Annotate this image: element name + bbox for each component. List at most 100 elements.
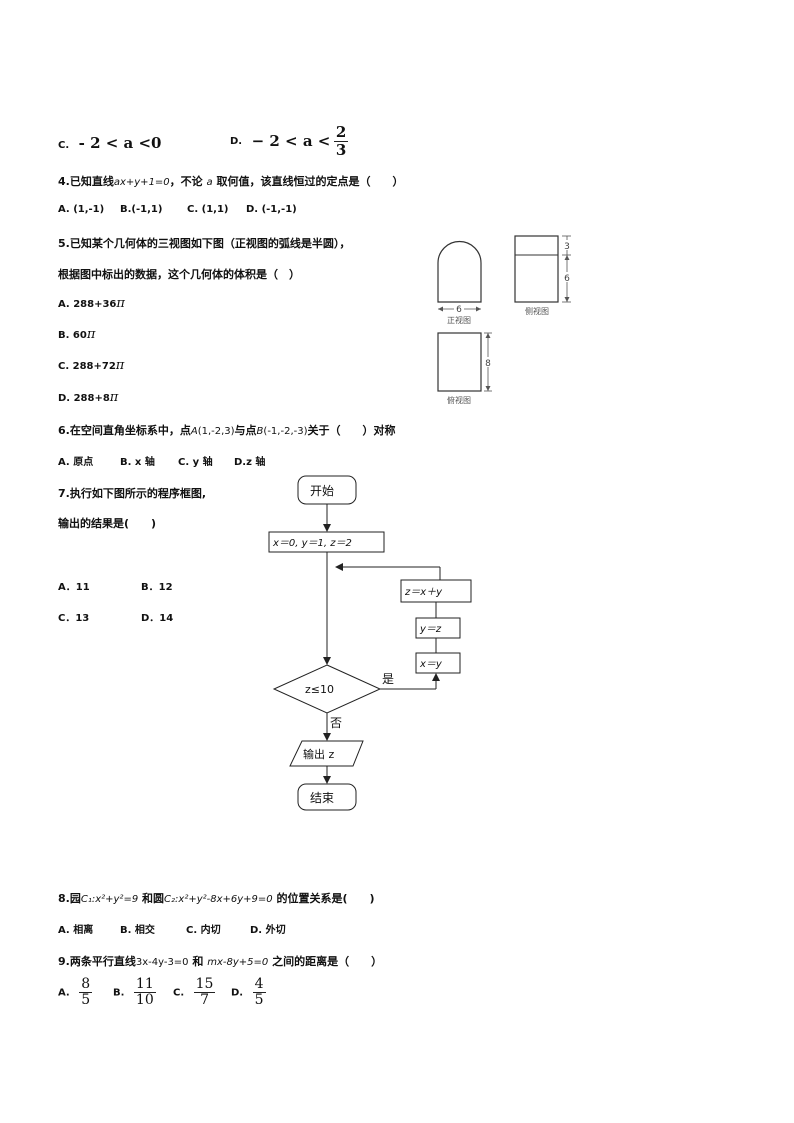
top-view-dim: 8 xyxy=(485,359,491,369)
q5-stem-line1: 5.已知某个几何体的三视图如下图（正视图的弧线是半圆）， xyxy=(58,237,351,250)
q6-stem-pre: 6.在空间直角坐标系中，点 xyxy=(58,424,191,437)
flow-end xyxy=(297,783,357,811)
q7-option-c[interactable]: C．13 xyxy=(58,613,90,624)
three-view-figure: 6 正视图 3 6 侧视图 8 俯视图 xyxy=(437,235,571,405)
q8-option-c[interactable]: C. 内切 xyxy=(186,925,221,936)
q3-option-d[interactable]: D. − 2 < a < 2 3 xyxy=(230,123,349,159)
front-view-dim: 6 xyxy=(456,305,462,315)
side-view-shape xyxy=(514,235,559,303)
q4-option-b[interactable]: B.(-1,1) xyxy=(120,204,163,215)
q3-option-d-fraction: 2 3 xyxy=(333,123,349,159)
q9-option-b-fraction: 11 10 xyxy=(133,976,156,1009)
q9-option-d-fraction: 4 5 xyxy=(252,976,266,1009)
q9-option-b-den: 10 xyxy=(133,992,156,1009)
q6-point-a-coords: (1,-2,3) xyxy=(197,426,235,437)
q6-stem-post: 关于（ ）对称 xyxy=(307,424,396,437)
side-view-dim-top: 3 xyxy=(564,242,570,252)
pi-symbol: π xyxy=(109,390,119,405)
pi-symbol: π xyxy=(115,358,125,373)
q9-option-a[interactable]: A. 8 5 xyxy=(58,976,93,1009)
q9-stem-post: 之间的距离是（ ） xyxy=(272,955,383,968)
flow-step-x-text: x＝y xyxy=(419,659,443,670)
q9-option-d-den: 5 xyxy=(252,992,266,1009)
q3-option-c-expr: - 2 < a <0 xyxy=(78,134,162,152)
q5-option-c-text: C. 288+72 xyxy=(58,361,116,372)
flow-end-text: 结束 xyxy=(310,791,334,805)
q8-option-a[interactable]: A. 相离 xyxy=(58,925,94,936)
q9-option-c-fraction: 15 7 xyxy=(193,976,216,1009)
q4-option-c[interactable]: C. (1,1) xyxy=(187,204,229,215)
q3-option-d-left: − 2 < a < xyxy=(251,132,331,150)
q9-option-a-den: 5 xyxy=(79,992,93,1009)
q6-point-b-name: B xyxy=(256,426,264,437)
flow-yes-label: 是 xyxy=(382,672,394,686)
q6-option-c[interactable]: C. y 轴 xyxy=(178,457,213,468)
q8-option-b[interactable]: B. 相交 xyxy=(120,925,155,936)
q9-stem-mid: 和 xyxy=(192,955,204,968)
q7-option-a[interactable]: A．11 xyxy=(58,582,90,593)
q7-stem-line2: 输出的结果是( ) xyxy=(58,517,157,530)
q4-stem-mid: ，不论 xyxy=(169,175,203,188)
q5-option-b[interactable]: B. 60π xyxy=(58,327,95,342)
q9-option-c-num: 15 xyxy=(195,976,214,992)
q4-stem-equation: ax+y+1=0 xyxy=(113,177,170,188)
q7-option-b[interactable]: B．12 xyxy=(141,582,173,593)
q4-stem-var: a xyxy=(206,177,213,188)
q3-option-d-den: 3 xyxy=(333,140,349,159)
top-view-shape xyxy=(437,332,482,392)
q9-option-b-num: 11 xyxy=(135,976,154,992)
flowchart: 开始 x＝0, y＝1, z＝2 z＝x＋y y＝z x＝y z≤10 是 否 … xyxy=(268,475,472,811)
q6-option-a[interactable]: A. 原点 xyxy=(58,457,94,468)
q8-stem-mid: 和圆 xyxy=(142,892,165,905)
q8-circle1-eq: :x²+y²=9 xyxy=(91,894,139,905)
pi-symbol: π xyxy=(86,327,96,342)
q4-stem-pre: 4.已知直线 xyxy=(58,175,114,188)
front-view-label: 正视图 xyxy=(447,315,471,325)
q3-option-d-label: D. xyxy=(230,136,243,147)
q5-option-c[interactable]: C. 288+72π xyxy=(58,358,124,373)
flow-output xyxy=(289,740,364,767)
q7-option-d[interactable]: D．14 xyxy=(141,613,174,624)
q5-option-d[interactable]: D. 288+8π xyxy=(58,390,118,405)
q4-stem-post: 取何值，该直线恒过的定点是（ ） xyxy=(216,175,404,188)
q9-option-d[interactable]: D. 4 5 xyxy=(231,976,266,1009)
q3-option-d-num: 2 xyxy=(335,123,347,141)
top-view-label: 俯视图 xyxy=(447,395,471,405)
side-view-dim-bottom: 6 xyxy=(564,274,570,284)
q9-option-c[interactable]: C. 15 7 xyxy=(173,976,216,1009)
q9-option-b[interactable]: B. 11 10 xyxy=(113,976,156,1009)
q8-circle2-eq: :x²+y²-8x+6y+9=0 xyxy=(175,894,273,905)
q4-stem: 4.已知直线ax+y+1=0，不论 a 取何值，该直线恒过的定点是（ ） xyxy=(58,173,404,189)
flow-no-label: 否 xyxy=(330,716,342,730)
q6-stem-mid: 与点 xyxy=(234,424,257,437)
flow-step-y xyxy=(415,617,461,639)
q5-option-b-text: B. 60 xyxy=(58,330,87,341)
q3-option-c[interactable]: C. - 2 < a <0 xyxy=(58,134,161,152)
q9-option-c-label: C. xyxy=(173,987,185,999)
q8-stem-post: 的位置关系是( ) xyxy=(276,892,375,905)
q4-option-d[interactable]: D. (-1,-1) xyxy=(246,204,297,215)
q9-line2: mx-8y+5=0 xyxy=(207,957,269,968)
front-view-shape xyxy=(437,240,482,303)
q5-option-a[interactable]: A. 288+36π xyxy=(58,296,125,311)
q8-circle2-name: C₂ xyxy=(164,894,176,905)
q9-option-d-num: 4 xyxy=(254,976,264,992)
q6-point-b-coords: (-1,-2,-3) xyxy=(263,426,308,437)
q9-line1: 3x-4y-3=0 xyxy=(135,957,189,968)
q9-option-d-label: D. xyxy=(231,987,244,999)
q6-option-d[interactable]: D.z 轴 xyxy=(234,457,266,468)
q6-option-b[interactable]: B. x 轴 xyxy=(120,457,155,468)
q9-option-a-fraction: 8 5 xyxy=(79,976,93,1009)
q4-option-a[interactable]: A. (1,-1) xyxy=(58,204,105,215)
q3-option-c-label: C. xyxy=(58,140,70,151)
q9-option-a-num: 8 xyxy=(81,976,91,992)
q8-option-d[interactable]: D. 外切 xyxy=(250,925,286,936)
q6-stem: 6.在空间直角坐标系中，点A(1,-2,3)与点B(-1,-2,-3)关于（ ）… xyxy=(58,422,396,438)
q9-stem: 9.两条平行直线3x-4y-3=0 和 mx-8y+5=0 之间的距离是（ ） xyxy=(58,953,382,969)
flow-step-y-text: y＝z xyxy=(419,624,442,635)
flow-start-text: 开始 xyxy=(310,484,334,498)
pi-symbol: π xyxy=(116,296,125,311)
side-view-label: 侧视图 xyxy=(525,306,549,316)
flow-condition-text: z≤10 xyxy=(305,683,334,696)
q5-stem-line2: 根据图中标出的数据，这个几何体的体积是（ ） xyxy=(58,268,300,281)
